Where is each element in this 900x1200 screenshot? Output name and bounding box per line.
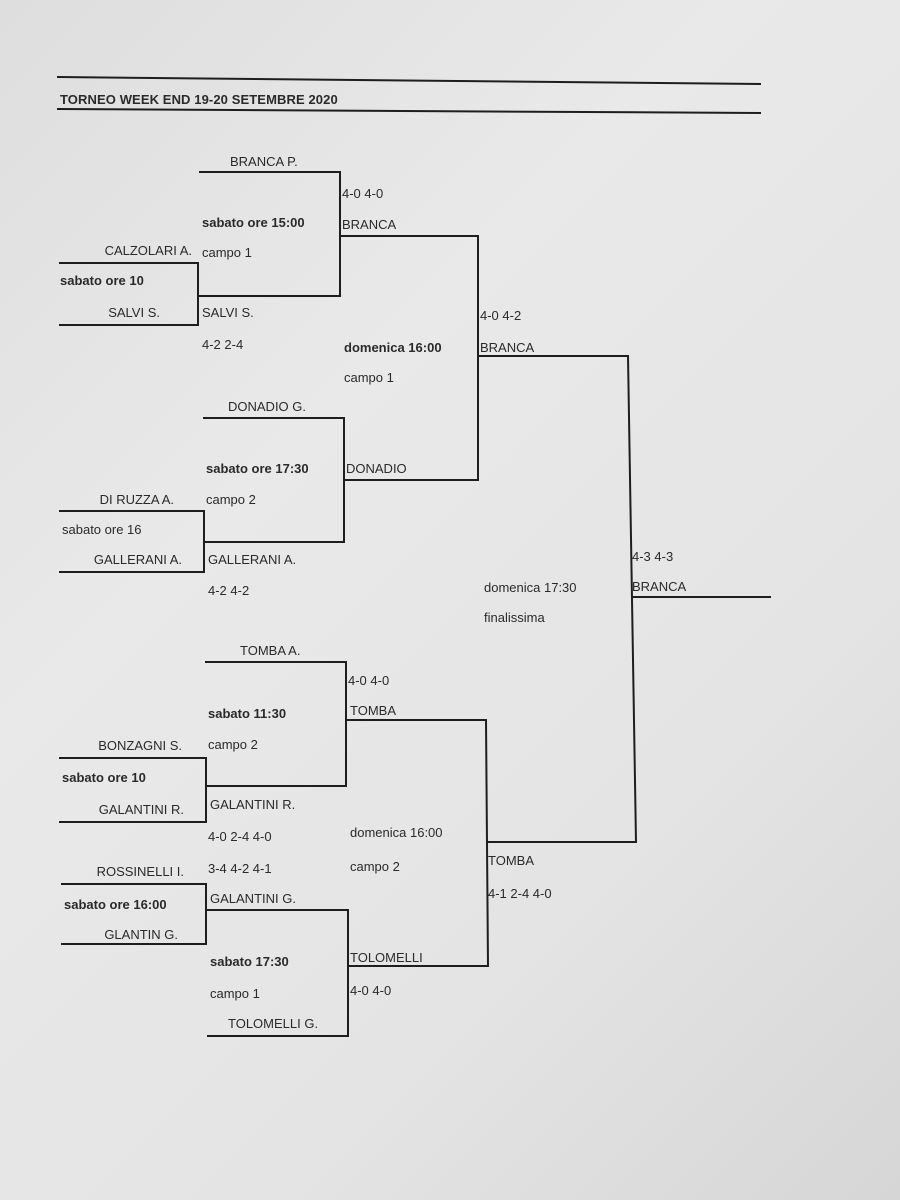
final-champion: BRANCA: [632, 579, 687, 594]
r1m1-time: sabato ore 10: [60, 273, 144, 288]
r2m1-time: sabato ore 15:00: [202, 215, 305, 230]
r1m3-time: sabato ore 10: [62, 770, 146, 785]
r1m4-player-top: ROSSINELLI I.: [96, 864, 184, 879]
r2m1-player-top: BRANCA P.: [230, 154, 298, 169]
r1m2-player-top: DI RUZZA A.: [99, 492, 174, 507]
r2m4-time: sabato 17:30: [210, 954, 289, 969]
r2m4-winner: TOLOMELLI: [350, 950, 423, 965]
r2m2-winner: DONADIO: [346, 461, 407, 476]
s1-time: domenica 16:00: [344, 340, 442, 355]
s2-winner-score: 4-1 2-4 4-0: [488, 886, 552, 901]
r2m3-court: campo 2: [208, 737, 258, 752]
title-rule-bottom: [56, 107, 762, 115]
r2m2-court: campo 2: [206, 492, 256, 507]
r2m3-time: sabato 11:30: [208, 706, 287, 721]
s1-court: campo 1: [344, 370, 394, 385]
r2m3-player-bottom: GALANTINI R.: [210, 797, 296, 812]
r1m4-time: sabato ore 16:00: [64, 897, 167, 912]
r2m3-winner-score: 4-0 4-0: [348, 673, 390, 688]
final-label: finalissima: [484, 610, 545, 625]
r2m1-bottom-score: 4-2 2-4: [202, 337, 244, 352]
r2m1-winner-score: 4-0 4-0: [342, 186, 384, 201]
r1m3-player-top: BONZAGNI S.: [98, 738, 182, 753]
r1m2-player-bottom: GALLERANI A.: [93, 552, 182, 567]
s2-court: campo 2: [350, 859, 400, 874]
r2m4-player-bottom: TOLOMELLI G.: [228, 1016, 319, 1031]
final-score: 4-3 4-3: [632, 549, 674, 564]
r2m4-winner-score: 4-0 4-0: [350, 983, 392, 998]
s1-winner: BRANCA: [480, 340, 535, 355]
r1m2-time: sabato ore 16: [62, 522, 142, 537]
r2m2-time: sabato ore 17:30: [206, 461, 309, 476]
r2m2-player-bottom: GALLERANI A.: [208, 552, 297, 567]
r2m3-player-top: TOMBA A.: [240, 643, 301, 658]
s2-winner: TOMBA: [488, 853, 534, 868]
s1-winner-score: 4-0 4-2: [480, 308, 522, 323]
r2m4-court: campo 1: [210, 986, 260, 1001]
final-time: domenica 17:30: [484, 580, 577, 595]
r1m1-player-top: CALZOLARI A.: [104, 243, 192, 258]
r2m2-bottom-score: 4-2 4-2: [208, 583, 250, 598]
page-title: TORNEO WEEK END 19-20 SETEMBRE 2020: [60, 92, 338, 107]
r2m3-bottom-score-1: 4-0 2-4 4-0: [208, 829, 272, 844]
r2m3-winner: TOMBA: [350, 703, 396, 718]
r1m3-player-bottom: GALANTINI R.: [98, 802, 184, 817]
r2m4-player-top: GALANTINI G.: [210, 891, 296, 906]
r2m3-bottom-score-2: 3-4 4-2 4-1: [208, 861, 272, 876]
r2m1-player-bottom: SALVI S.: [202, 305, 254, 320]
r1m1-player-bottom: SALVI S.: [108, 305, 160, 320]
r2m1-court: campo 1: [202, 245, 252, 260]
s2-time: domenica 16:00: [350, 825, 443, 840]
r2m2-player-top: DONADIO G.: [228, 399, 307, 414]
title-rule-top: [56, 75, 762, 86]
r1m4-player-bottom: GLANTIN G.: [104, 927, 178, 942]
r2m1-winner: BRANCA: [342, 217, 397, 232]
final-connector: [626, 354, 638, 844]
